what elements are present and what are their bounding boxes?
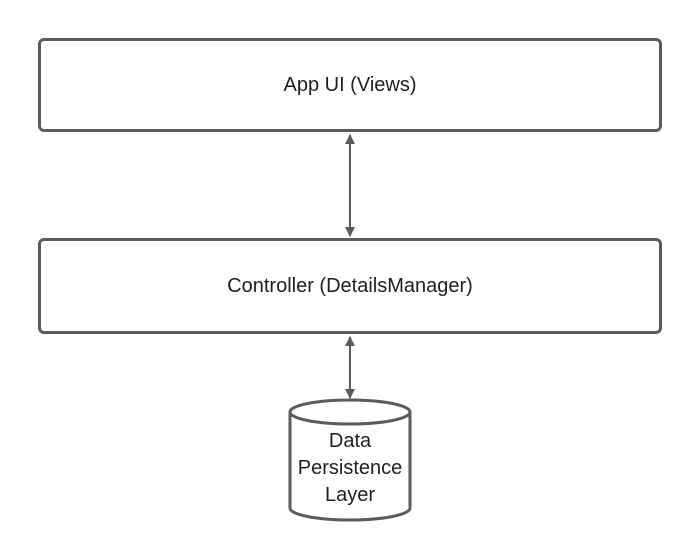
controller-node: Controller (DetailsManager): [38, 238, 662, 334]
app-ui-label: App UI (Views): [283, 73, 417, 96]
controller-label: Controller (DetailsManager): [227, 274, 473, 297]
data-persistence-label-line-3: Layer: [324, 484, 376, 506]
app-ui-node: App UI (Views): [38, 38, 662, 132]
data-persistence-label-line-1: Data: [328, 430, 372, 452]
data-persistence-label: Data Persistence Layer: [289, 428, 411, 509]
data-persistence-label-line-2: Persistence: [297, 457, 403, 479]
data-persistence-cylinder: [288, 398, 412, 522]
